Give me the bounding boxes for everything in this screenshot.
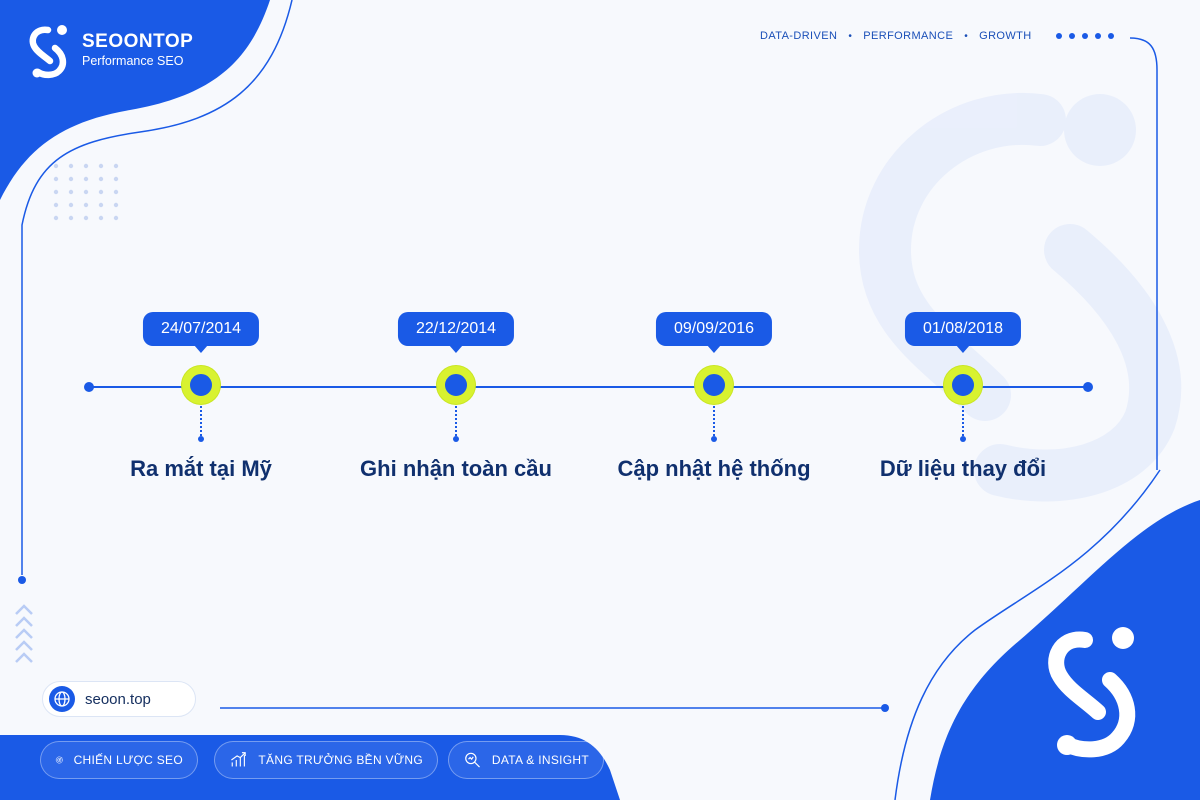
milestone-connector (200, 406, 202, 440)
grid-dot (68, 163, 74, 169)
pill-data-insight[interactable]: DATA & INSIGHT (448, 741, 604, 779)
milestone-node (182, 366, 220, 404)
seoontop-logo-icon (29, 25, 67, 79)
milestone-connector-dot (711, 436, 717, 442)
grid-dot (53, 215, 59, 221)
milestone-node (944, 366, 982, 404)
tagline-item: PERFORMANCE (863, 30, 954, 42)
brand-name: SEOONTOP (82, 31, 194, 52)
bottom-right-wave-outline (894, 469, 1161, 800)
decor-dot (1082, 33, 1088, 39)
dot-grid (53, 163, 119, 221)
grid-dot (98, 202, 104, 208)
brand: SEOONTOP Performance SEO (26, 20, 193, 80)
grid-dot (83, 202, 89, 208)
watermark-logo (858, 92, 1182, 502)
grid-dot (98, 176, 104, 182)
decor-dot (1069, 33, 1075, 39)
milestone-connector (962, 406, 964, 440)
timeline-start-dot (84, 382, 94, 392)
grid-dot (113, 215, 119, 221)
grid-dot (83, 176, 89, 182)
target-icon (55, 756, 63, 764)
grid-dot (68, 215, 74, 221)
milestone-connector-dot (453, 436, 459, 442)
milestone-connector (455, 406, 457, 440)
tagline-dots (1056, 33, 1121, 39)
website-text: seoon.top (85, 690, 151, 708)
decor-dot (1108, 33, 1114, 39)
grid-dot (113, 163, 119, 169)
brand-subtitle: Performance SEO (82, 54, 184, 68)
milestone-node (695, 366, 733, 404)
milestone-4: 01/08/2018 Dữ liệu thay đổi (833, 312, 1093, 492)
milestone-label: Cập nhật hệ thống (617, 456, 811, 481)
milestone-node (437, 366, 475, 404)
pill-label: CHIẾN LƯỢC SEO (73, 753, 183, 767)
website-underline-dot (881, 704, 889, 712)
milestone-date: 01/08/2018 (904, 312, 1022, 346)
tagline-item: DATA-DRIVEN (760, 30, 838, 42)
grid-dot (113, 202, 119, 208)
milestone-3: 09/09/2016 Cập nhật hệ thống (584, 312, 844, 492)
grid-dot (98, 163, 104, 169)
tagline: DATA-DRIVEN • PERFORMANCE • GROWTH (760, 30, 1032, 42)
milestone-connector-dot (960, 436, 966, 442)
grid-dot (68, 202, 74, 208)
grid-dot (53, 202, 59, 208)
grid-dot (83, 163, 89, 169)
milestone-label: Ra mắt tại Mỹ (130, 456, 272, 481)
decor-dot (1095, 33, 1101, 39)
grid-dot (68, 189, 74, 195)
milestone-date: 22/12/2014 (397, 312, 515, 346)
chevrons (15, 604, 33, 663)
pill-label: DATA & INSIGHT (491, 753, 589, 767)
milestone-label: Ghi nhận toàn cầu (360, 456, 552, 481)
milestone-date: 24/07/2014 (142, 312, 260, 346)
timeline-end-dot (1083, 382, 1093, 392)
tagline-item: GROWTH (979, 30, 1032, 42)
magnifier-icon (465, 752, 480, 768)
decor-dot (1056, 33, 1062, 39)
grid-dot (113, 176, 119, 182)
milestone-date: 09/09/2016 (655, 312, 773, 346)
pill-sustainable-growth[interactable]: TĂNG TRƯỞNG BỀN VỮNG (214, 741, 438, 779)
right-frame-line (1129, 37, 1158, 470)
left-outline-end-dot (18, 576, 26, 584)
top-left-wave (0, 0, 270, 200)
grid-dot (83, 189, 89, 195)
bottom-right-logo (1048, 627, 1136, 758)
milestone-connector (713, 406, 715, 440)
grid-dot (98, 215, 104, 221)
grid-dot (53, 163, 59, 169)
grid-dot (53, 189, 59, 195)
grid-dot (83, 215, 89, 221)
milestone-label: Dữ liệu thay đổi (879, 456, 1047, 481)
tagline-separator: • (848, 30, 853, 42)
grid-dot (98, 189, 104, 195)
grid-dot (53, 176, 59, 182)
growth-chart-icon (231, 752, 246, 767)
tagline-separator: • (964, 30, 969, 42)
milestone-1: 24/07/2014 Ra mắt tại Mỹ (71, 312, 331, 492)
pill-label: TĂNG TRƯỞNG BỀN VỮNG (258, 753, 423, 767)
grid-dot (68, 176, 74, 182)
globe-icon (49, 686, 75, 712)
website-link[interactable]: seoon.top (42, 681, 196, 717)
top-left-wave-outline (21, 0, 293, 575)
milestone-connector-dot (198, 436, 204, 442)
grid-dot (113, 189, 119, 195)
pill-seo-strategy[interactable]: CHIẾN LƯỢC SEO (40, 741, 198, 779)
milestone-2: 22/12/2014 Ghi nhận toàn cầu (326, 312, 586, 492)
